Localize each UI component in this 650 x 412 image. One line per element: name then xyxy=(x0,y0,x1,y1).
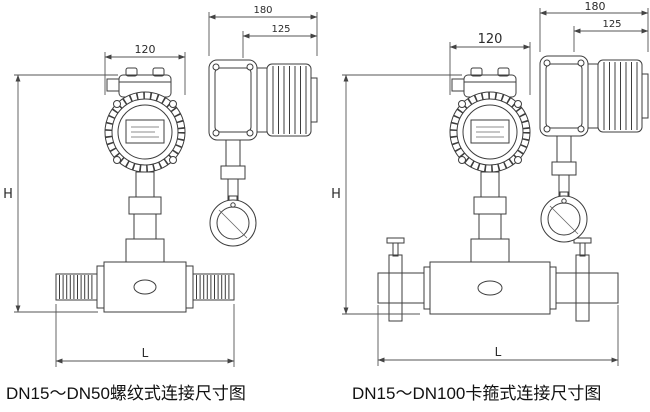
dimension-180-left xyxy=(208,12,318,56)
brand-logo xyxy=(477,280,503,296)
right-drawing xyxy=(377,55,649,322)
pipe-body xyxy=(103,261,187,313)
transmitter-side-view xyxy=(208,59,318,247)
dim-label-L-right: L xyxy=(495,345,502,359)
dimension-L-right xyxy=(377,305,619,366)
dim-label-H-right: H xyxy=(331,187,341,202)
threaded-end-left xyxy=(55,273,98,301)
dimension-125-right xyxy=(573,26,649,52)
dim-label-125-left: 125 xyxy=(271,24,290,35)
left-drawing xyxy=(55,59,318,313)
dimension-120-left xyxy=(104,52,186,95)
pipe-body xyxy=(429,261,551,315)
dimension-120-right xyxy=(449,42,531,95)
transmitter-side-view xyxy=(539,55,649,243)
left-caption: DN15～DN50螺纹式连接尺寸图 xyxy=(6,384,246,403)
dim-label-125-right: 125 xyxy=(602,19,621,30)
clamp-band-left xyxy=(388,254,403,322)
dim-label-120-right: 120 xyxy=(478,32,503,47)
flow-meter-front-view xyxy=(377,68,619,322)
threaded-end-right xyxy=(192,273,235,301)
dim-label-H-left: H xyxy=(3,187,13,202)
right-caption: DN15～DN100卡箍式连接尺寸图 xyxy=(352,384,601,403)
dim-label-180-right: 180 xyxy=(585,0,606,13)
dim-label-180-left: 180 xyxy=(253,5,272,16)
pipe-end-left xyxy=(377,272,425,304)
pipe-end-right xyxy=(555,272,619,304)
dimension-180-right xyxy=(539,8,649,52)
dim-label-L-left: L xyxy=(142,346,149,360)
dimension-L-left xyxy=(55,304,235,367)
dimension-H-left xyxy=(14,74,118,313)
clamp-band-right xyxy=(575,254,590,322)
dim-label-120-left: 120 xyxy=(135,43,156,56)
dimension-H-right xyxy=(342,74,462,315)
flow-meter-front-view xyxy=(55,68,235,313)
dimension-125-left xyxy=(242,31,318,58)
brand-logo xyxy=(133,279,157,295)
